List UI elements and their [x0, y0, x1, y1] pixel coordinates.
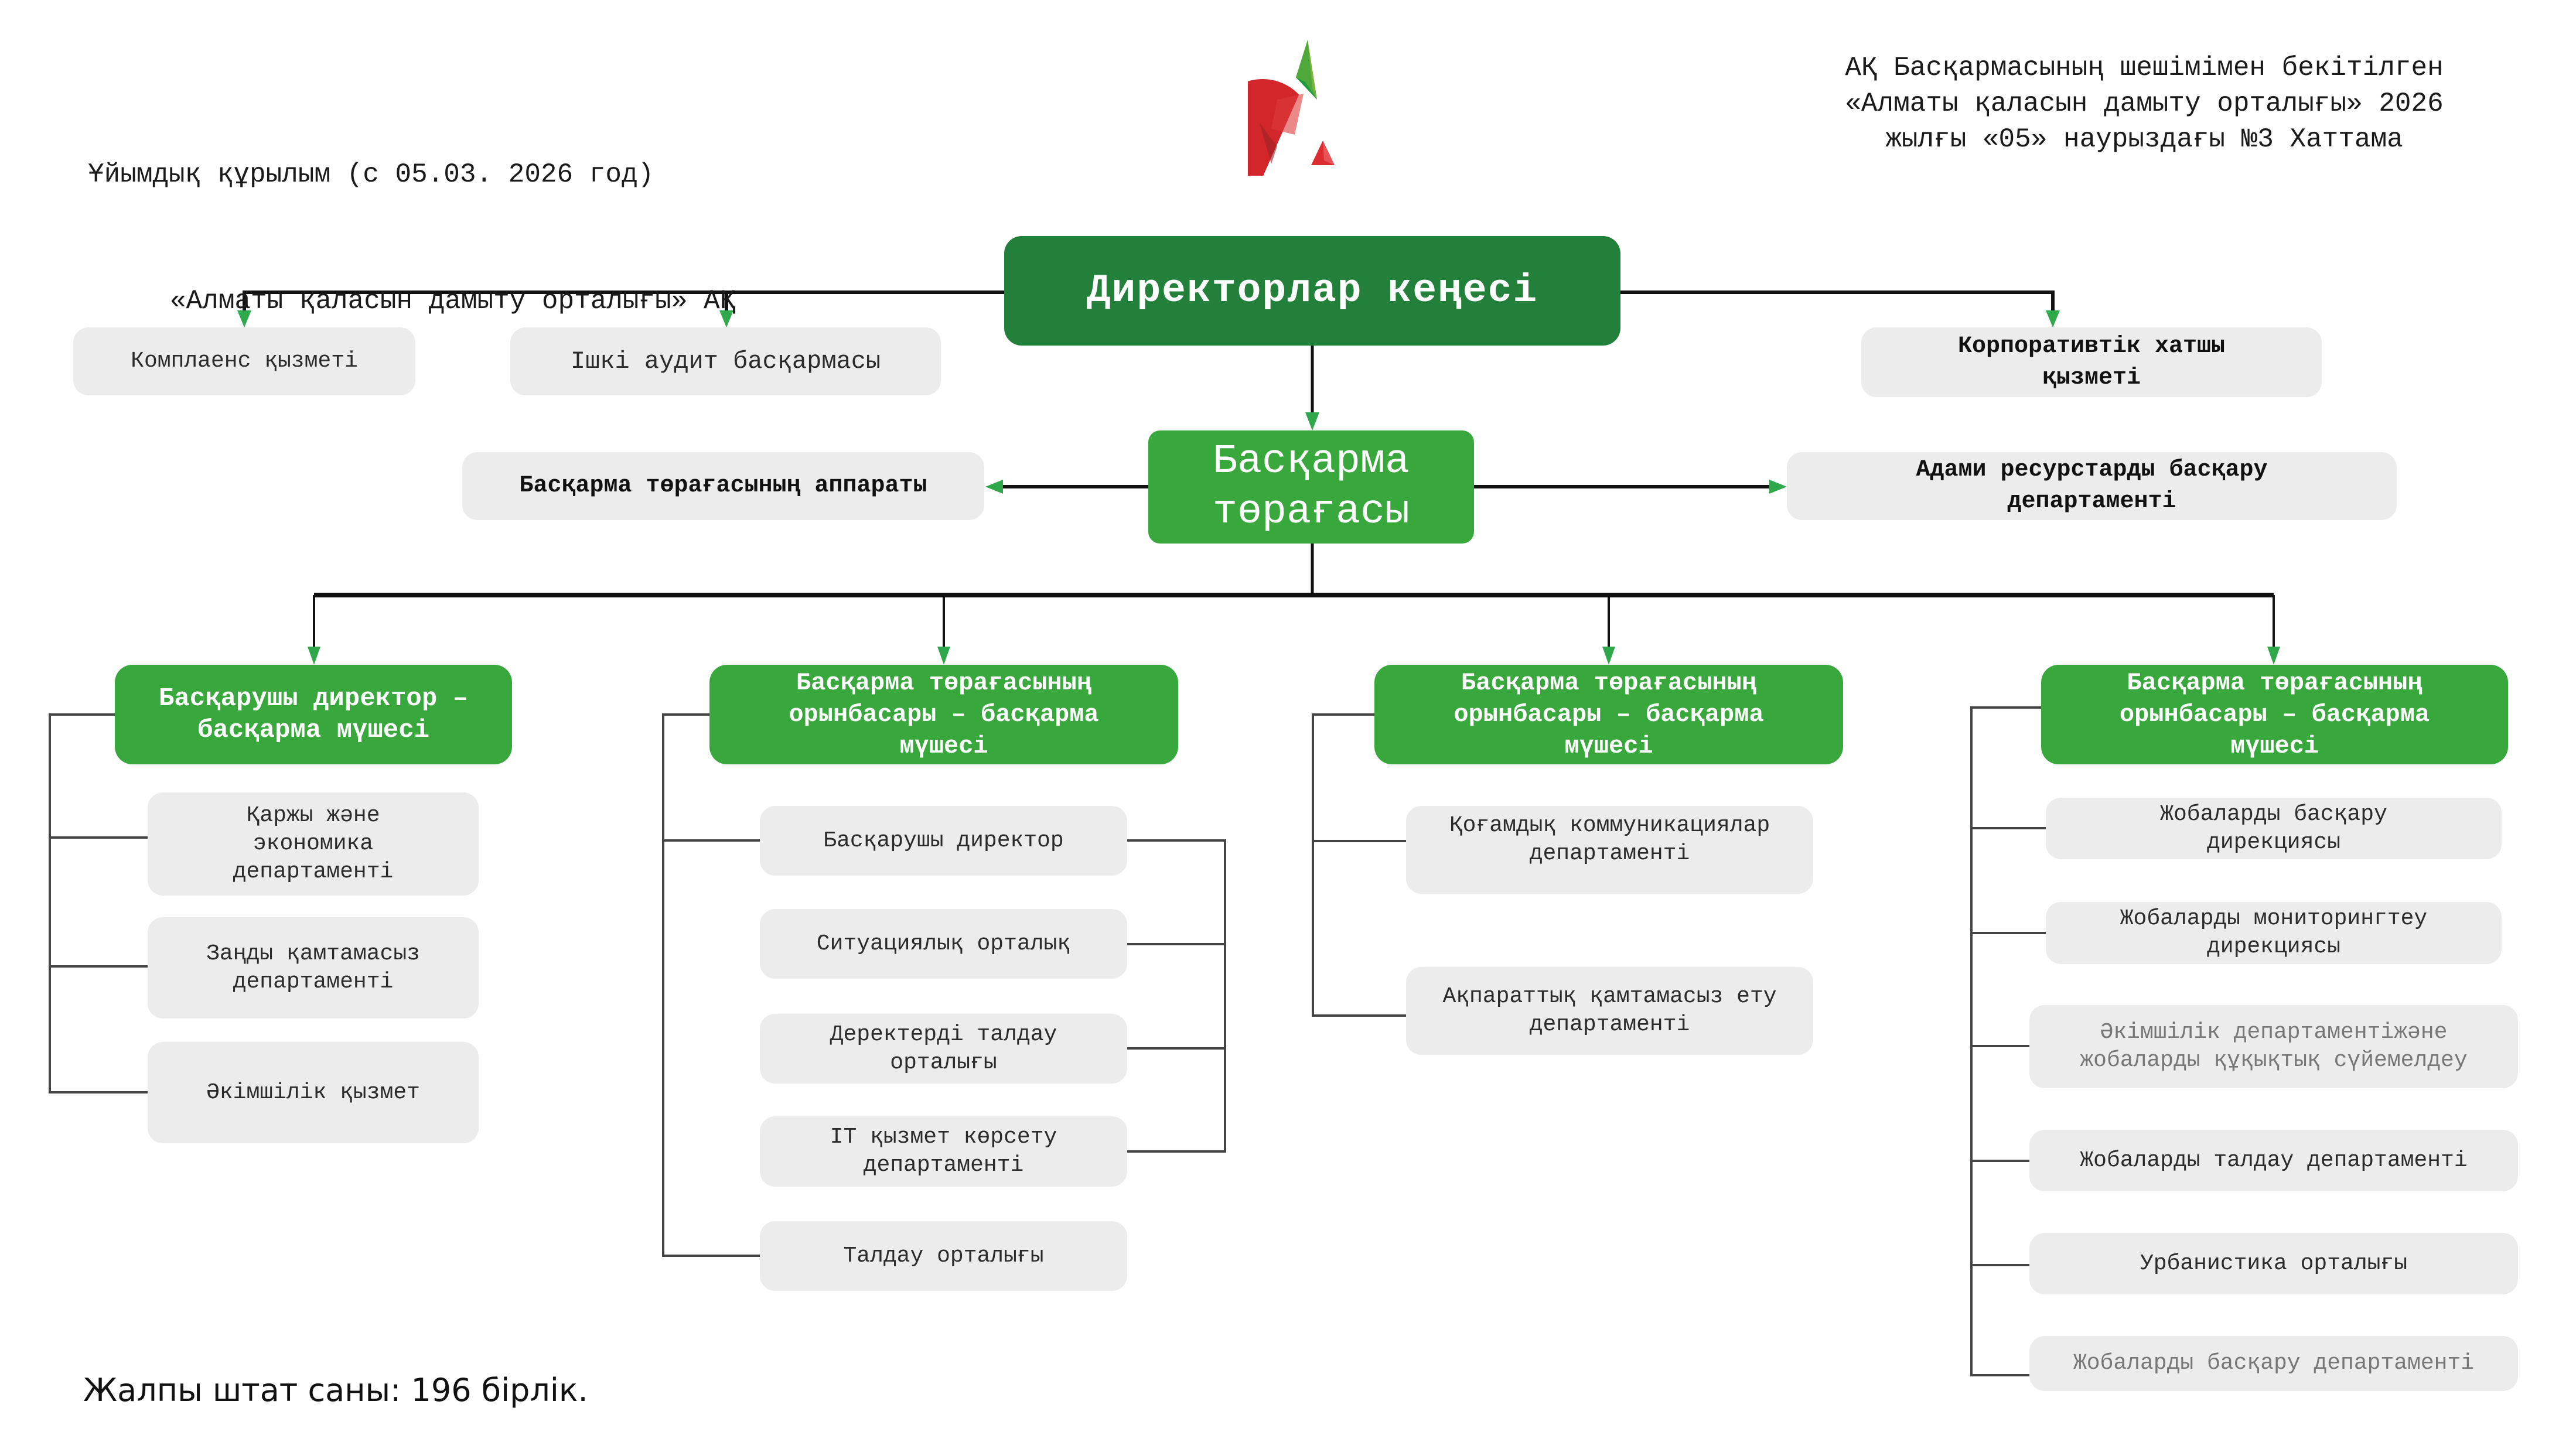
- unit-label: Қаржы және экономика департаменті: [233, 803, 394, 884]
- branch-title: Басқарма төрағасының орынбасары – басқар…: [2119, 669, 2430, 760]
- board-of-directors-node[interactable]: Директорлар кеңесі: [1004, 236, 1620, 346]
- arrow-down-icon: [937, 647, 950, 665]
- unit-label: Урбанистика орталығы: [2140, 1250, 2408, 1276]
- unit-node[interactable]: Заңды қамтамасыз департаменті: [148, 917, 479, 1019]
- unit-node[interactable]: Урбанистика орталығы: [2029, 1233, 2518, 1294]
- unit-node-faded[interactable]: Әкімшілік департаментіжәне жобаларды құқ…: [2029, 1005, 2518, 1088]
- unit-label: Заңды қамтамасыз департаменті: [206, 941, 420, 995]
- unit-label: Басқарушы директор: [823, 828, 1064, 853]
- unit-label: Ішкі аудит басқармасы: [570, 347, 881, 375]
- arrow-left-icon: [985, 480, 1003, 494]
- unit-node[interactable]: Басқарушы директор: [760, 806, 1127, 876]
- unit-label: Жобаларды басқару департаменті: [2073, 1351, 2475, 1376]
- branch4-bracket: [1970, 706, 2041, 1376]
- document-title: Ұйымдық құрылым (с 05.03. 2026 год) «Алм…: [88, 69, 736, 364]
- approval-note: АҚ Басқармасының шешімімен бекітілген «А…: [1746, 50, 2543, 158]
- title-line-1: Ұйымдық құрылым (с 05.03. 2026 год): [88, 159, 654, 190]
- arrow-down-icon: [237, 310, 251, 327]
- branch-title: Басқарушы директор – басқарма мүшесі: [158, 684, 469, 745]
- chairman-title: Басқарма төрағасы: [1212, 438, 1410, 535]
- board-title: Директорлар кеңесі: [1086, 268, 1538, 313]
- unit-label: Адами ресурстарды басқару департаменті: [1916, 457, 2268, 515]
- chairman-office-node[interactable]: Басқарма төрағасының аппараты: [462, 452, 984, 520]
- unit-node[interactable]: Әкімшілік қызмет: [148, 1042, 479, 1143]
- arrow-down-icon: [2267, 647, 2280, 665]
- unit-label: Комплаенс қызметі: [131, 348, 358, 374]
- unit-label: Әкімшілік департаментіжәне жобаларды құқ…: [2080, 1020, 2468, 1073]
- hr-department-node[interactable]: Адами ресурстарды басқару департаменті: [1787, 452, 2397, 520]
- unit-node[interactable]: Жобаларды талдау департаменті: [2029, 1130, 2518, 1191]
- unit-label: Әкімшілік қызмет: [206, 1079, 420, 1105]
- unit-label: Жобаларды талдау департаменті: [2080, 1147, 2468, 1173]
- unit-label: Басқарма төрағасының аппараты: [519, 473, 927, 499]
- branch2-bracket: [662, 713, 760, 1257]
- unit-label: Жобаларды мониторингтеу дирекциясы: [2120, 906, 2428, 959]
- arrow-down-icon: [719, 310, 733, 327]
- unit-node[interactable]: Ақпараттық қамтамасыз ету департаменті: [1406, 967, 1813, 1055]
- unit-node[interactable]: Жобаларды мониторингтеу дирекциясы: [2046, 902, 2502, 964]
- branch-title: Басқарма төрағасының орынбасары – басқар…: [789, 669, 1099, 760]
- unit-label: IT қызмет көрсету департаменті: [830, 1125, 1057, 1178]
- unit-label: Ситуациялық орталық: [816, 931, 1071, 956]
- branch1-bracket: [49, 713, 148, 1093]
- branch-head-3[interactable]: Басқарма төрағасының орынбасары – басқар…: [1374, 665, 1843, 764]
- unit-label: Деректерді талдау орталығы: [830, 1021, 1057, 1075]
- title-line-2: «Алматы қаласын дамыту орталығы» АҚ: [170, 286, 736, 316]
- branch-title: Басқарма төрағасының орынбасары – басқар…: [1454, 669, 1764, 760]
- unit-label: Талдау орталығы: [843, 1243, 1044, 1269]
- arrow-right-icon: [1769, 480, 1787, 494]
- internal-audit-node[interactable]: Ішкі аудит басқармасы: [510, 327, 941, 395]
- staff-total: Жалпы штат саны: 196 бірлік.: [83, 1372, 588, 1409]
- unit-label: Жобаларды басқару дирекциясы: [2160, 801, 2387, 855]
- company-logo-icon: [1248, 40, 1335, 176]
- unit-node[interactable]: Қаржы және экономика департаменті: [148, 792, 479, 896]
- branch-head-1[interactable]: Басқарушы директор – басқарма мүшесі: [115, 665, 512, 764]
- approval-line-1: АҚ Басқармасының шешімімен бекітілген: [1845, 53, 2444, 83]
- unit-label: Қоғамдық коммуникациялар департаменті: [1449, 813, 1770, 866]
- arrow-down-icon: [2046, 310, 2060, 327]
- unit-node[interactable]: IT қызмет көрсету департаменті: [760, 1116, 1127, 1187]
- unit-node[interactable]: Қоғамдық коммуникациялар департаменті: [1406, 806, 1813, 894]
- branch2-right-bracket: [1127, 839, 1226, 1153]
- unit-node[interactable]: Жобаларды басқару дирекциясы: [2046, 798, 2502, 859]
- unit-label: Корпоративтік хатшы қызметі: [1957, 333, 2226, 391]
- approval-line-2: «Алматы қаласын дамыту орталығы» 2026: [1845, 88, 2444, 119]
- arrow-down-icon: [1602, 647, 1615, 665]
- corporate-secretary-node[interactable]: Корпоративтік хатшы қызметі: [1861, 327, 2322, 397]
- unit-node[interactable]: Деректерді талдау орталығы: [760, 1014, 1127, 1084]
- approval-line-3: жылғы «05» наурыздағы №3 Хаттама: [1885, 124, 2403, 155]
- unit-node-faded[interactable]: Жобаларды басқару департаменті: [2029, 1336, 2518, 1391]
- branch-head-2[interactable]: Басқарма төрағасының орынбасары – басқар…: [709, 665, 1178, 764]
- arrow-down-icon: [308, 647, 320, 665]
- unit-label: Ақпараттық қамтамасыз ету департаменті: [1442, 984, 1777, 1037]
- chairman-node[interactable]: Басқарма төрағасы: [1148, 430, 1474, 544]
- branch3-bracket: [1312, 713, 1406, 1017]
- unit-node[interactable]: Ситуациялық орталық: [760, 909, 1127, 979]
- unit-node[interactable]: Талдау орталығы: [760, 1221, 1127, 1291]
- arrow-down-icon: [1305, 412, 1319, 430]
- compliance-service-node[interactable]: Комплаенс қызметі: [73, 327, 415, 395]
- branch-head-4[interactable]: Басқарма төрағасының орынбасары – басқар…: [2041, 665, 2508, 764]
